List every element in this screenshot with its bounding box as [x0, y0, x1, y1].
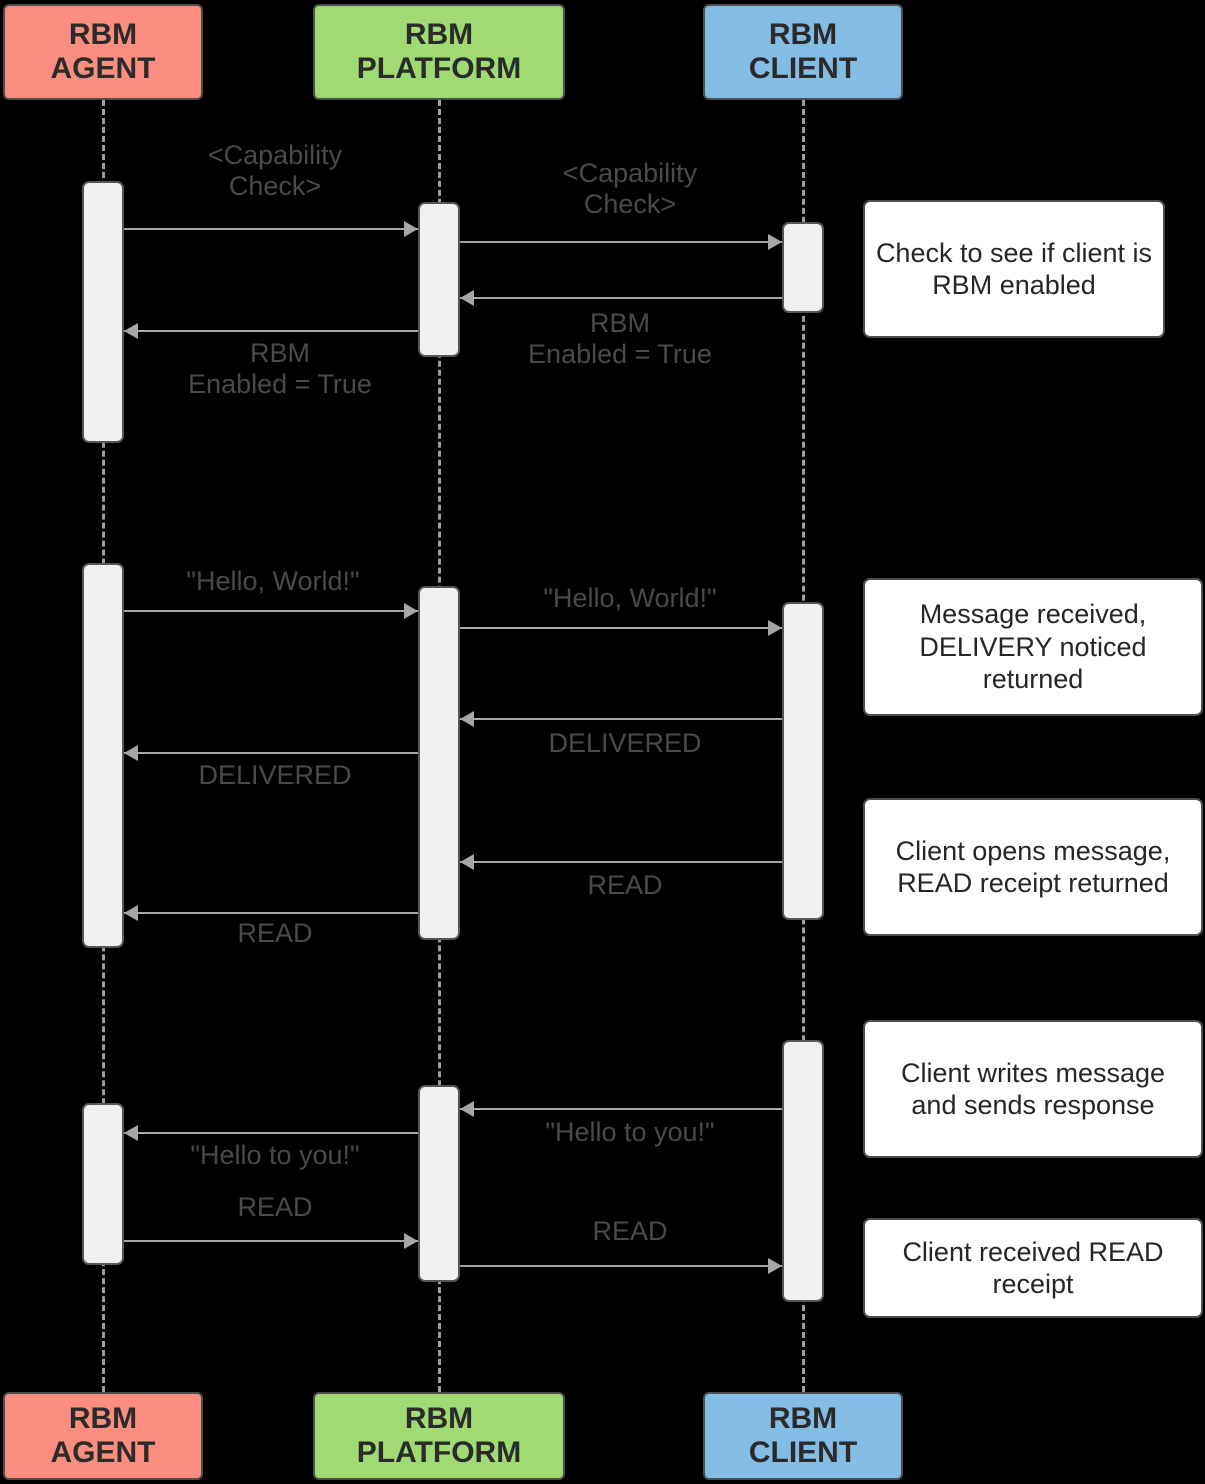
platform-activation-3 [418, 1085, 460, 1282]
msg-read-response-agent-line [124, 1240, 418, 1242]
msg-hello-to-you-client-line [460, 1108, 782, 1110]
participant-client-header-line1: RBM [768, 18, 838, 52]
msg-read-response-agent-arrowhead [404, 1233, 418, 1249]
msg-capability-check-2-label: <Capability Check> [562, 158, 698, 219]
note-client-read-receipt: Client received READ receipt [863, 1218, 1203, 1318]
participant-client-footer-line2: CLIENT [748, 1436, 858, 1469]
msg-hello-world-2-arrowhead [768, 620, 782, 636]
client-activation-1 [782, 222, 824, 313]
msg-rbm-enabled-true-client-arrowhead [460, 290, 474, 306]
agent-activation-2 [82, 563, 124, 948]
platform-activation-1 [418, 202, 460, 357]
msg-delivered-client-label: DELIVERED [548, 728, 702, 758]
msg-read-response-platform-label: READ [592, 1216, 668, 1246]
client-activation-3 [782, 1040, 824, 1302]
msg-rbm-enabled-true-platform-line [124, 330, 418, 332]
msg-read-platform-line [124, 912, 418, 914]
participant-agent-header-line2: AGENT [50, 52, 156, 85]
msg-rbm-enabled-true-platform-arrowhead [124, 323, 138, 339]
participant-client-footer-line1: RBM [768, 1402, 838, 1436]
msg-capability-check-2-arrowhead [768, 234, 782, 250]
msg-read-response-platform-arrowhead [768, 1258, 782, 1274]
msg-hello-world-1-line [124, 610, 418, 612]
agent-activation-3 [82, 1103, 124, 1265]
msg-hello-to-you-platform-label: "Hello to you!" [190, 1140, 360, 1170]
msg-read-client-label: READ [587, 870, 663, 900]
msg-rbm-enabled-true-client-label: RBM Enabled = True [528, 308, 712, 369]
msg-hello-world-1-label: "Hello, World!" [186, 566, 360, 596]
msg-delivered-platform-arrowhead [124, 745, 138, 761]
msg-read-platform-label: READ [237, 918, 313, 948]
msg-hello-world-2-line [460, 627, 782, 629]
note-capability-check: Check to see if client is RBM enabled [863, 200, 1165, 338]
note-client-writes: Client writes message and sends response [863, 1020, 1203, 1158]
msg-rbm-enabled-true-client-line [460, 297, 782, 299]
msg-hello-to-you-client-arrowhead [460, 1101, 474, 1117]
msg-hello-to-you-platform-arrowhead [124, 1125, 138, 1141]
msg-delivered-client-arrowhead [460, 711, 474, 727]
participant-platform-footer-line2: PLATFORM [356, 1436, 522, 1469]
participant-client-header-line2: CLIENT [748, 52, 858, 85]
participant-agent-header-line1: RBM [68, 18, 138, 52]
client-activation-2 [782, 602, 824, 920]
participant-platform-footer-line1: RBM [404, 1402, 474, 1436]
msg-hello-world-1-arrowhead [404, 603, 418, 619]
platform-activation-2 [418, 586, 460, 940]
msg-read-client-line [460, 861, 782, 863]
note-delivery-notice: Message received, DELIVERY noticed retur… [863, 578, 1203, 716]
msg-hello-to-you-platform-line [124, 1132, 418, 1134]
msg-read-response-platform-line [460, 1265, 782, 1267]
msg-capability-check-1-line [124, 228, 418, 230]
participant-platform-header-line2: PLATFORM [356, 52, 522, 85]
msg-read-response-agent-label: READ [237, 1192, 313, 1222]
msg-read-platform-arrowhead [124, 905, 138, 921]
agent-activation-1 [82, 181, 124, 443]
msg-delivered-client-line [460, 718, 782, 720]
msg-capability-check-2-line [460, 241, 782, 243]
msg-capability-check-1-arrowhead [404, 221, 418, 237]
msg-delivered-platform-line [124, 752, 418, 754]
participant-platform-header-line1: RBM [404, 18, 474, 52]
msg-hello-to-you-client-label: "Hello to you!" [545, 1117, 715, 1147]
msg-delivered-platform-label: DELIVERED [198, 760, 352, 790]
note-read-receipt: Client opens message, READ receipt retur… [863, 798, 1203, 936]
msg-capability-check-1-label: <Capability Check> [207, 140, 343, 201]
participant-agent-footer-line2: AGENT [50, 1436, 156, 1469]
msg-rbm-enabled-true-platform-label: RBM Enabled = True [188, 338, 372, 399]
participant-agent-footer-line1: RBM [68, 1402, 138, 1436]
msg-read-client-arrowhead [460, 854, 474, 870]
msg-hello-world-2-label: "Hello, World!" [543, 583, 717, 613]
